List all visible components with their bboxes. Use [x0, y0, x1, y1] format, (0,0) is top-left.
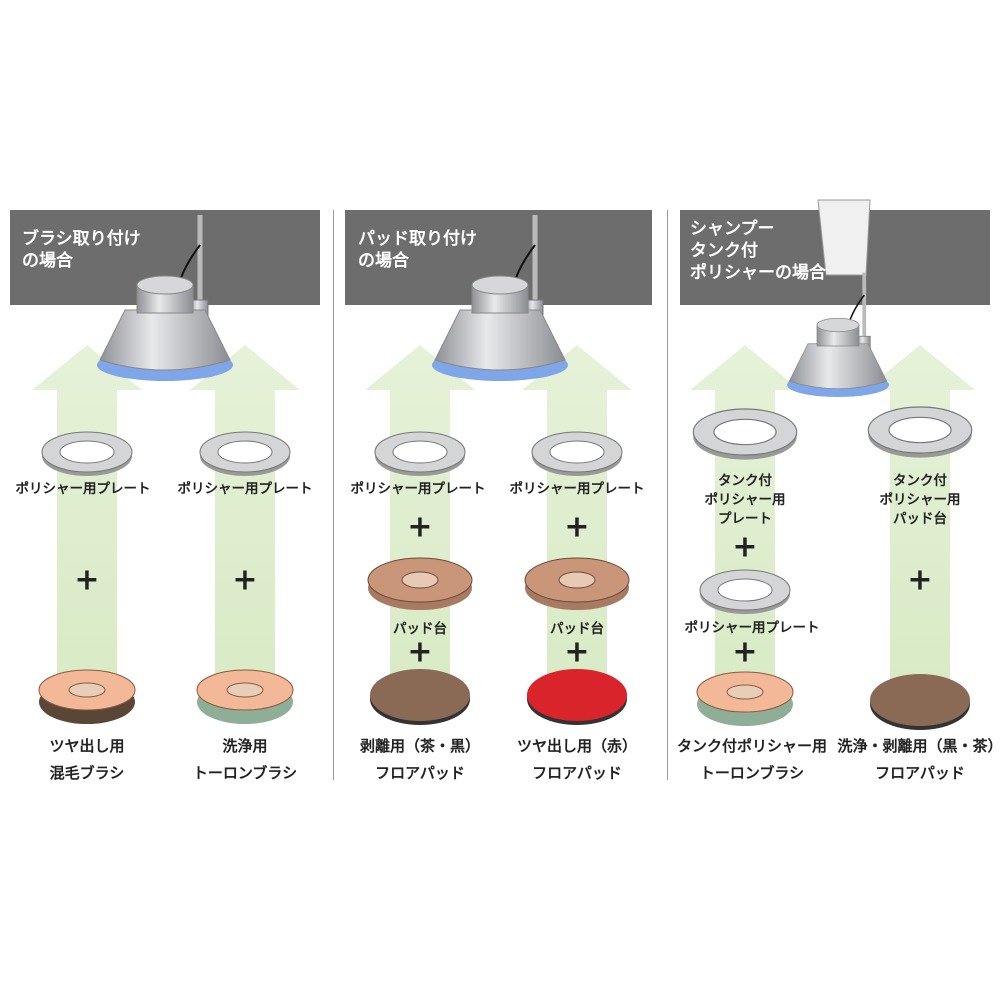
part-label: ポリシャー用プレート	[509, 481, 645, 497]
part-label: パッド台	[393, 621, 447, 637]
divider	[667, 210, 668, 780]
floor-polisher-icon	[787, 272, 889, 397]
arrow-up-icon	[190, 345, 300, 700]
plate-hole	[717, 578, 773, 602]
plus-sign: +	[74, 562, 100, 598]
motor-top	[471, 275, 529, 295]
pad-base	[367, 557, 473, 610]
item-label: 洗浄用トーロンブラシ	[192, 737, 298, 782]
polisher-plate	[531, 431, 623, 476]
base-hole	[401, 571, 439, 589]
polisher-plate	[199, 431, 291, 476]
item-label: タンク付ポリシャー用トーロンブラシ	[676, 737, 828, 782]
floor-pad-brown	[370, 669, 470, 725]
panel-title: パッド取り付け の場合	[358, 229, 477, 271]
body	[99, 309, 231, 371]
pad-top	[370, 669, 470, 721]
polisher-plate	[699, 569, 791, 614]
tank-pad-base	[867, 406, 973, 458]
part-label: ポリシャー用プレート	[350, 481, 486, 497]
plus-sign: +	[407, 634, 433, 670]
panel-title: シャンプー タンク付 ポリシャーの場合	[690, 219, 826, 283]
part-label: タンク付ポリシャー用パッド台	[879, 473, 961, 527]
brush-hole	[68, 682, 106, 698]
motor-top	[816, 317, 860, 333]
plate-hole	[59, 440, 115, 464]
plus-sign: +	[232, 562, 258, 598]
base-hole	[558, 571, 596, 589]
part-label: ポリシャー用プレート	[15, 481, 151, 497]
part-label: タンク付ポリシャー用プレート	[704, 473, 786, 527]
body	[788, 343, 888, 390]
pad-top	[870, 674, 970, 726]
plus-sign: +	[732, 634, 758, 670]
floor-polisher-icon	[432, 215, 568, 381]
part-label: パッド台	[550, 621, 604, 637]
plate-hole	[888, 416, 952, 444]
divider	[333, 210, 334, 780]
arrow-up-icon	[365, 345, 475, 700]
brush-hole	[226, 682, 264, 698]
pad-base	[524, 557, 630, 610]
tank-tolon-brush	[696, 671, 794, 726]
plus-sign: +	[907, 562, 933, 598]
plate-hole	[549, 440, 605, 464]
tolon-brush	[196, 669, 294, 724]
plate-hole	[217, 440, 273, 464]
plus-sign: +	[564, 634, 590, 670]
panel-title: ブラシ取り付け の場合	[22, 229, 141, 271]
floor-pad-brown	[870, 674, 970, 730]
plate-hole	[713, 418, 777, 446]
arrow-up-icon	[522, 345, 632, 700]
item-label: ツヤ出し用混毛ブラシ	[49, 737, 125, 782]
plus-sign: +	[732, 529, 758, 565]
pad-top	[527, 669, 627, 721]
tank-polisher-plate	[692, 408, 798, 460]
polisher-plate	[41, 431, 133, 476]
motor-top	[136, 275, 194, 295]
item-label: ツヤ出し用（赤）フロアパッド	[516, 737, 638, 782]
item-label: 洗浄・剥離用（黒・茶）フロアパッド	[837, 737, 1000, 782]
plate-hole	[392, 440, 448, 464]
floor-polisher-icon	[97, 215, 233, 381]
arrow-up-icon	[32, 345, 142, 700]
item-label: 剥離用（茶・黒）フロアパッド	[359, 737, 481, 782]
polisher-plate	[374, 431, 466, 476]
brush-hole	[726, 684, 764, 700]
part-label: ポリシャー用プレート	[177, 481, 313, 497]
mixed-bristle-brush	[38, 669, 136, 724]
plus-sign: +	[564, 509, 590, 545]
part-label: ポリシャー用プレート	[684, 620, 820, 636]
plus-sign: +	[407, 509, 433, 545]
floor-pad-red	[527, 669, 627, 725]
body	[434, 309, 566, 371]
